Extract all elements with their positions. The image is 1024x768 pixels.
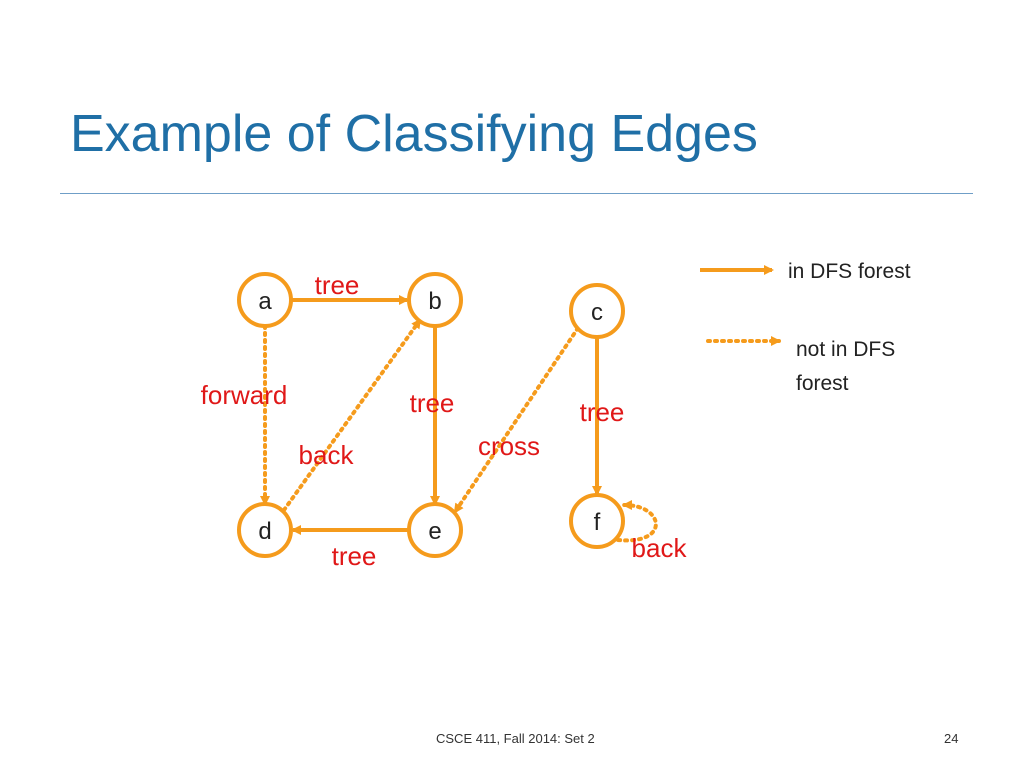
node-c: c bbox=[569, 283, 625, 339]
node-a: a bbox=[237, 272, 293, 328]
edge-label-e-d: tree bbox=[332, 541, 377, 571]
edge-c-e bbox=[453, 326, 580, 514]
title-divider bbox=[60, 193, 973, 194]
slide-footer: CSCE 411, Fall 2014: Set 2 bbox=[436, 731, 595, 746]
node-b-label: b bbox=[428, 288, 441, 315]
node-e: e bbox=[407, 502, 463, 558]
node-d: d bbox=[237, 502, 293, 558]
edge-d-b bbox=[282, 318, 422, 512]
node-d-label: d bbox=[258, 518, 271, 545]
page-number: 24 bbox=[944, 731, 959, 746]
edge-f-f bbox=[616, 500, 658, 543]
node-f: f bbox=[569, 493, 625, 549]
edge-label-a-d: forward bbox=[201, 380, 288, 410]
node-e-label: e bbox=[428, 518, 441, 545]
edges bbox=[260, 295, 658, 543]
node-c-label: c bbox=[591, 299, 603, 326]
legend-dotted-label-line2: forest bbox=[796, 372, 849, 395]
edge-label-b-e: tree bbox=[410, 388, 455, 418]
edge-label-f-f: back bbox=[632, 533, 688, 563]
edge-labels: tree forward back tree cross tree tree b… bbox=[201, 270, 688, 571]
node-f-label: f bbox=[594, 509, 601, 536]
node-a-label: a bbox=[258, 288, 272, 315]
node-b: b bbox=[407, 272, 463, 328]
legend-solid-label: in DFS forest bbox=[788, 260, 911, 283]
edge-label-a-b: tree bbox=[315, 270, 360, 300]
edge-label-c-f: tree bbox=[580, 397, 625, 427]
edge-label-d-b: back bbox=[299, 440, 355, 470]
legend: in DFS forest not in DFS forest bbox=[700, 260, 911, 395]
slide-title: Example of Classifying Edges bbox=[70, 105, 758, 163]
edge-label-c-e: cross bbox=[478, 431, 540, 461]
legend-dotted-label-line1: not in DFS bbox=[796, 338, 895, 361]
